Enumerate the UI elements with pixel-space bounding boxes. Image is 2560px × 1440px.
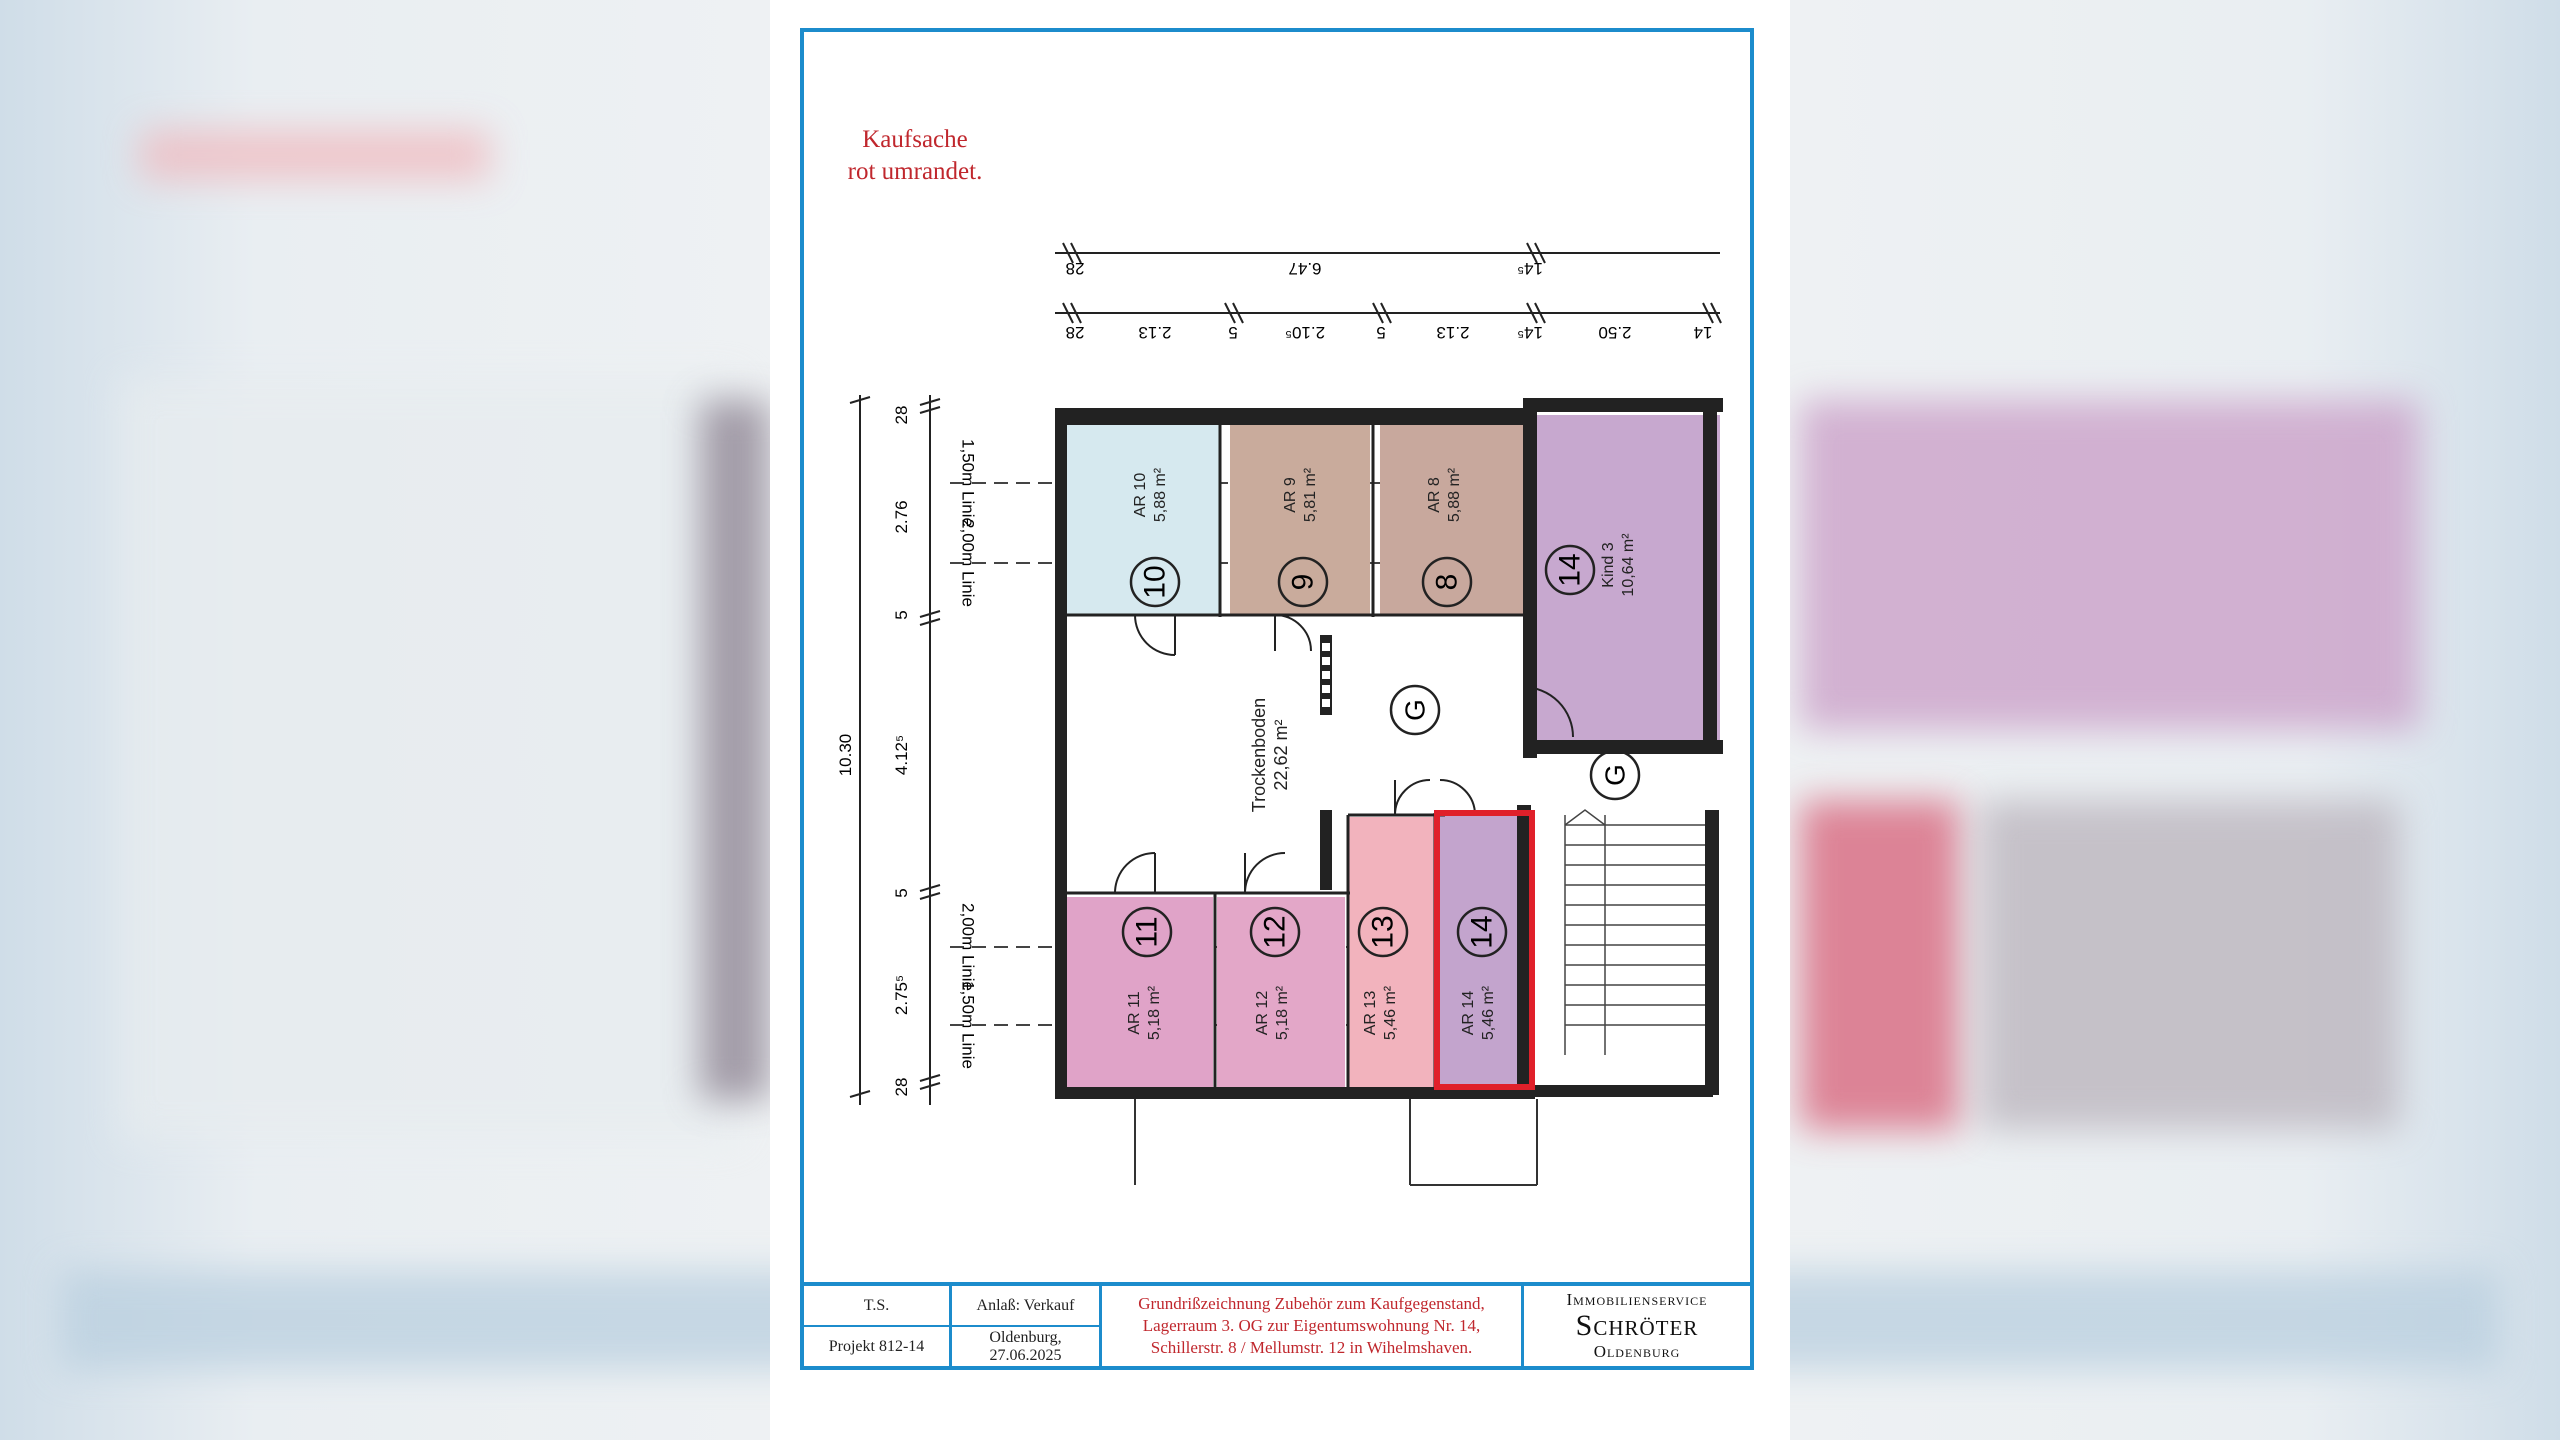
room-ar8	[1380, 425, 1523, 615]
tb-date: 27.06.2025	[989, 1346, 1062, 1364]
room-ar12	[1217, 897, 1345, 1087]
blur-left-red-title	[140, 130, 490, 180]
dim-left-3: 5	[892, 610, 911, 619]
floor-plan: 28 6.47 14⁵ 28 2.13 5 2.10⁵ 5 2.13 14⁵ 2…	[836, 242, 1723, 1186]
common-g-2: G	[1600, 764, 1631, 786]
tb-place-date: Oldenburg, 27.06.2025	[952, 1325, 1099, 1366]
line-label-3: 2,00m Linie	[959, 903, 978, 991]
vent-holes	[1322, 643, 1330, 707]
room-kind3	[1535, 415, 1720, 745]
room-name-8: AR 8	[1426, 477, 1443, 513]
room-area-8: 5,88 m²	[1446, 467, 1463, 522]
dim-left-1: 28	[892, 406, 911, 425]
dim-top2-4: 2.10⁵	[1285, 323, 1325, 342]
dim-left-total: 10.30	[836, 734, 855, 777]
room-area-14: 5,46 m²	[1480, 985, 1497, 1040]
tb-initials: T.S.	[863, 1296, 890, 1314]
room-area-kind3: 10,64 m²	[1620, 533, 1637, 597]
common-g-1: G	[1400, 699, 1431, 721]
dim-left-5: 5	[892, 888, 911, 897]
tb-brand-cell: Immobilienservice Schröter Oldenburg	[1524, 1286, 1750, 1366]
dim-top2-2: 2.13	[1138, 323, 1171, 342]
room-num-9: 9	[1287, 574, 1320, 591]
room-ar11	[1065, 897, 1213, 1087]
room-num-10: 10	[1139, 565, 1172, 598]
dim-left-4: 4.12⁵	[892, 735, 911, 775]
room-area-11: 5,18 m²	[1146, 985, 1163, 1040]
tb-reason-cell: Anlaß: Verkauf Oldenburg, 27.06.2025	[952, 1286, 1102, 1366]
room-name-9: AR 9	[1282, 477, 1299, 513]
common-label: Trockenboden	[1249, 698, 1269, 812]
dim-left-2: 2.76	[892, 500, 911, 533]
lower-outline	[1134, 1099, 1538, 1186]
room-num-14: 14	[1466, 915, 1499, 948]
brand-line-2: Schröter	[1575, 1309, 1699, 1342]
room-name-10: AR 10	[1132, 473, 1149, 518]
room-labels: AR 10 5,88 m² AR 9 5,81 m² AR 8 5,88 m² …	[1126, 467, 1637, 1040]
blur-right-pink-block	[1800, 400, 2420, 730]
title-block: T.S. Projekt 812-14 Anlaß: Verkauf Olden…	[800, 1282, 1754, 1370]
dim-top2-6: 2.13	[1436, 323, 1469, 342]
dim-top1-c: 14⁵	[1517, 259, 1543, 278]
brand-line-3: Oldenburg	[1593, 1342, 1681, 1361]
room-area-13: 5,46 m²	[1382, 985, 1399, 1040]
room-num-11: 11	[1131, 916, 1164, 947]
chimney-vents	[1320, 635, 1332, 890]
blur-right-red-block	[1800, 800, 1960, 1130]
staircase	[1564, 809, 1705, 1055]
dim-top2-5: 5	[1376, 323, 1385, 342]
room-ar9	[1230, 425, 1370, 615]
room-name-kind3: Kind 3	[1600, 542, 1617, 587]
room-area-12: 5,18 m²	[1274, 985, 1291, 1040]
line-label-2: 2,00m Linie	[959, 519, 978, 607]
walls	[1055, 398, 1723, 1099]
dim-top2-1: 28	[1066, 323, 1085, 342]
note-line-1: Kaufsache	[862, 126, 968, 153]
tb-author-cell: T.S. Projekt 812-14	[804, 1286, 952, 1366]
tb-project: Projekt 812-14	[804, 1325, 949, 1366]
tb-desc-line-3: Schillerstr. 8 / Mellumstr. 12 in Wihelm…	[1150, 1338, 1473, 1357]
room-num-8: 8	[1431, 574, 1464, 591]
room-area-10: 5,88 m²	[1152, 467, 1169, 522]
dim-top2-9: 14	[1694, 323, 1713, 342]
blur-left-panel	[120, 380, 740, 1140]
dim-top2-8: 2.50	[1598, 323, 1631, 342]
line-label-1: 1,50m Linie	[959, 439, 978, 527]
dim-left-6: 2.75⁵	[892, 975, 911, 1015]
note-line-2: rot umrandet.	[847, 158, 983, 185]
tb-desc-line-1: Grundrißzeichnung Zubehör zum Kaufgegens…	[1138, 1294, 1485, 1313]
room-area-9: 5,81 m²	[1302, 467, 1319, 522]
room-name-13: AR 13	[1362, 991, 1379, 1036]
left-dimension-lines	[849, 395, 941, 1105]
tb-place: Oldenburg,	[989, 1328, 1062, 1346]
tb-description-cell: Grundrißzeichnung Zubehör zum Kaufgegens…	[1102, 1286, 1524, 1366]
room-number-circles	[1121, 544, 1641, 958]
purchase-highlight	[1434, 810, 1535, 1090]
tb-desc-line-2: Lagerraum 3. OG zur Eigentumswohnung Nr.…	[1142, 1316, 1481, 1335]
room-name-12: AR 12	[1254, 991, 1271, 1036]
dim-top1-b: 6.47	[1288, 259, 1321, 278]
brand-line-1: Immobilienservice	[1566, 1290, 1708, 1309]
dim-left-7: 28	[892, 1078, 911, 1097]
tb-reason: Anlaß: Verkauf	[976, 1296, 1075, 1314]
dim-top1-a: 28	[1066, 259, 1085, 278]
room-name-11: AR 11	[1126, 991, 1143, 1034]
tb-description: Grundrißzeichnung Zubehör zum Kaufgegens…	[1102, 1286, 1521, 1366]
top-dimension-row-1	[1055, 242, 1720, 264]
blur-right-grey-block	[1980, 800, 2400, 1130]
dim-top2-7: 14⁵	[1517, 323, 1543, 342]
common-area: 22,62 m²	[1271, 719, 1291, 790]
dim-top2-3: 5	[1228, 323, 1237, 342]
purchase-note: Kaufsache rot umrandet.	[810, 124, 1020, 188]
room-ar10	[1065, 425, 1220, 615]
room-num-13: 13	[1367, 915, 1400, 948]
room-num-12: 12	[1259, 915, 1292, 948]
door-swings	[1114, 614, 1574, 894]
blur-left-dark-column	[700, 400, 770, 1100]
line-label-4: 1,50m Linie	[959, 981, 978, 1069]
room-name-14: AR 14	[1460, 991, 1477, 1036]
top-dimension-row-2	[1055, 302, 1722, 324]
room-num-kind3: 14	[1554, 553, 1587, 586]
room-ar14	[1437, 813, 1532, 1087]
